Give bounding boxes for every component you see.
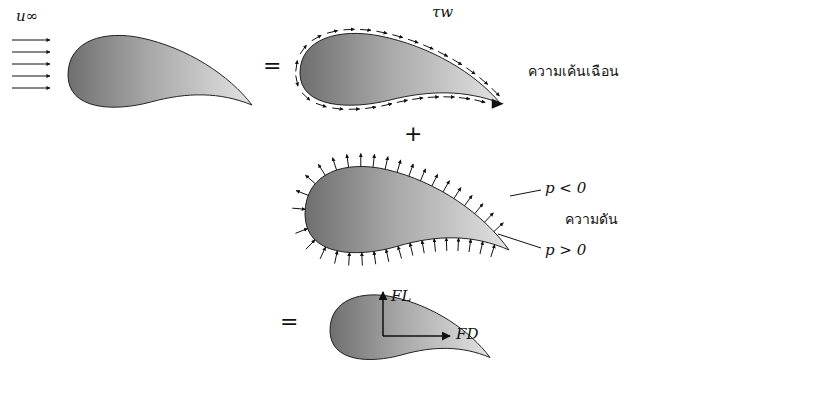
leader-lines bbox=[498, 190, 541, 248]
symbol-label: τw bbox=[432, 4, 453, 21]
operator-sign: = bbox=[280, 310, 298, 334]
shear-stress-arrows bbox=[296, 29, 504, 109]
operator-sign: + bbox=[404, 122, 422, 146]
symbol-label: p < 0 bbox=[545, 180, 586, 197]
pressure-arrows bbox=[292, 153, 503, 265]
caption-label: ความดัน bbox=[565, 212, 618, 227]
airfoils bbox=[68, 33, 509, 359]
caption-label: ความเค้นเฉือน bbox=[528, 64, 619, 79]
symbol-label: FL bbox=[391, 288, 411, 305]
symbol-label: u∞ bbox=[16, 8, 38, 25]
operator-sign: = bbox=[263, 54, 281, 78]
freestream-arrows bbox=[12, 40, 50, 88]
symbol-label: p > 0 bbox=[545, 242, 586, 259]
symbol-label: FD bbox=[456, 326, 478, 343]
